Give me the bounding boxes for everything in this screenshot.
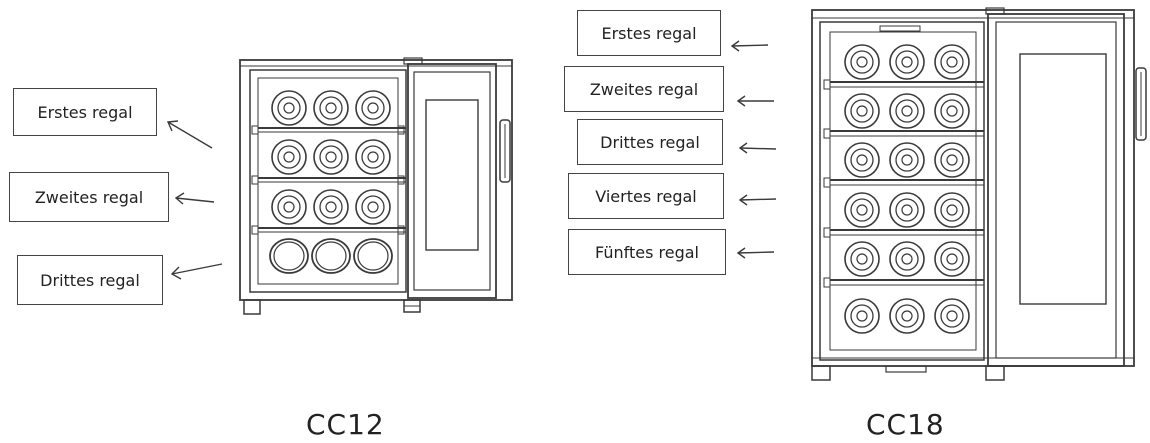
cc12-cabinet [239,57,513,315]
arrow-left-icon [738,142,777,154]
cc12-shelf-label-3: Drittes regal [17,255,163,305]
cc12-shelf-label-2: Zweites regal [9,172,169,222]
cc12-shelf-label-2-text: Zweites regal [34,187,144,207]
cc12-shelf-label-1: Erstes regal [13,88,157,136]
arrow-left-icon [174,192,215,205]
model-name-cc12: CC12 [306,408,385,441]
cc18-shelf-label-2-text: Zweites regal [589,79,699,99]
cc18-shelf-label-1: Erstes regal [577,10,721,56]
cc18-shelf-label-3-text: Drittes regal [600,132,700,152]
cc18-arrows [730,40,777,259]
cc18-shelf-label-3: Drittes regal [577,119,723,165]
cc12-shelf-label-1-text: Erstes regal [37,102,133,122]
model-name-cc18: CC18 [866,408,945,441]
cc18-shelf-label-4-text: Viertes regal [595,186,697,206]
cc18-shelf-label-5-text: Fünftes regal [595,242,699,262]
cc18-bottles [844,44,970,334]
arrow-left-icon [170,263,223,280]
cc18-cabinet [811,7,1147,381]
arrow-left-icon [736,95,774,107]
cc18-shelf-label-5: Fünftes regal [568,229,726,275]
arrow-left-icon [738,194,777,206]
arrow-left-icon [166,120,213,149]
cc18-shelf-label-1-text: Erstes regal [601,23,697,43]
cc18-shelf-label-4: Viertes regal [568,173,724,219]
cc12-shelf-label-3-text: Drittes regal [40,270,140,290]
arrow-left-icon [736,247,775,259]
cc12-arrows [166,120,223,280]
arrow-left-icon [730,40,769,52]
cc18-shelf-label-2: Zweites regal [564,66,724,112]
